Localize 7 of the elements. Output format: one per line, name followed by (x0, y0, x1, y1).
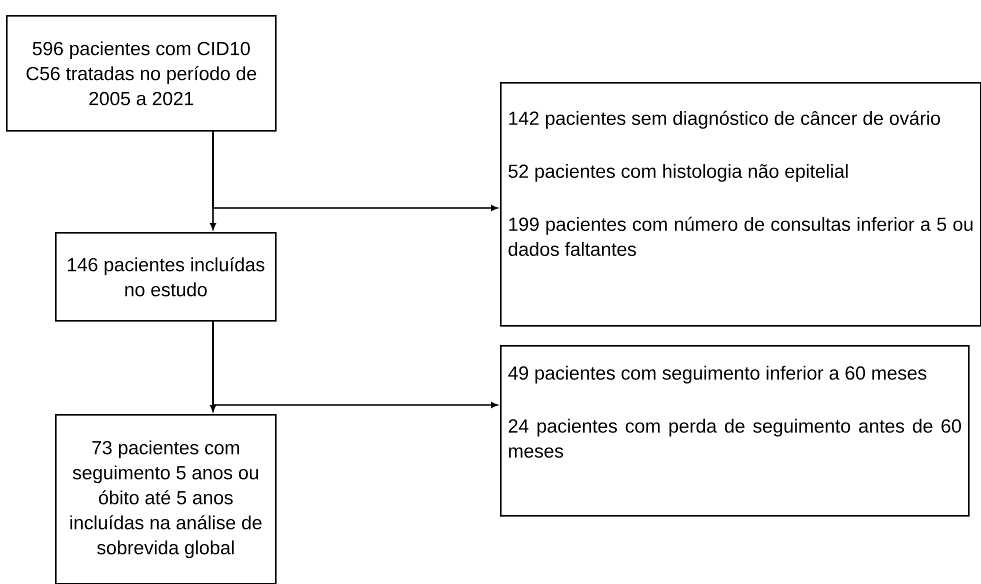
text-box: 49 pacientes com seguimento inferior a 60 meses 24 pacientes com perda de seguimento antes de 60 meses (500, 345, 970, 517)
arrow (212, 322, 498, 408)
process-box: 596 pacientes com CID10 C56 tratadas no período de 2005 a 2021 (6, 15, 277, 132)
process-box: 146 pacientes incluídas no estudo (55, 232, 277, 322)
text-box: 142 pacientes sem diagnóstico de câncer de ovário 52 pacientes com histologia não epitelial 199 pacientes com número de consultas inferior a 5 ou dados faltantes (500, 82, 981, 327)
process-box: 73 pacientes com seguimento 5 anos ou óbito até 5 anos incluídas na análise de sobrevida global (55, 414, 277, 584)
arrow (212, 132, 498, 211)
